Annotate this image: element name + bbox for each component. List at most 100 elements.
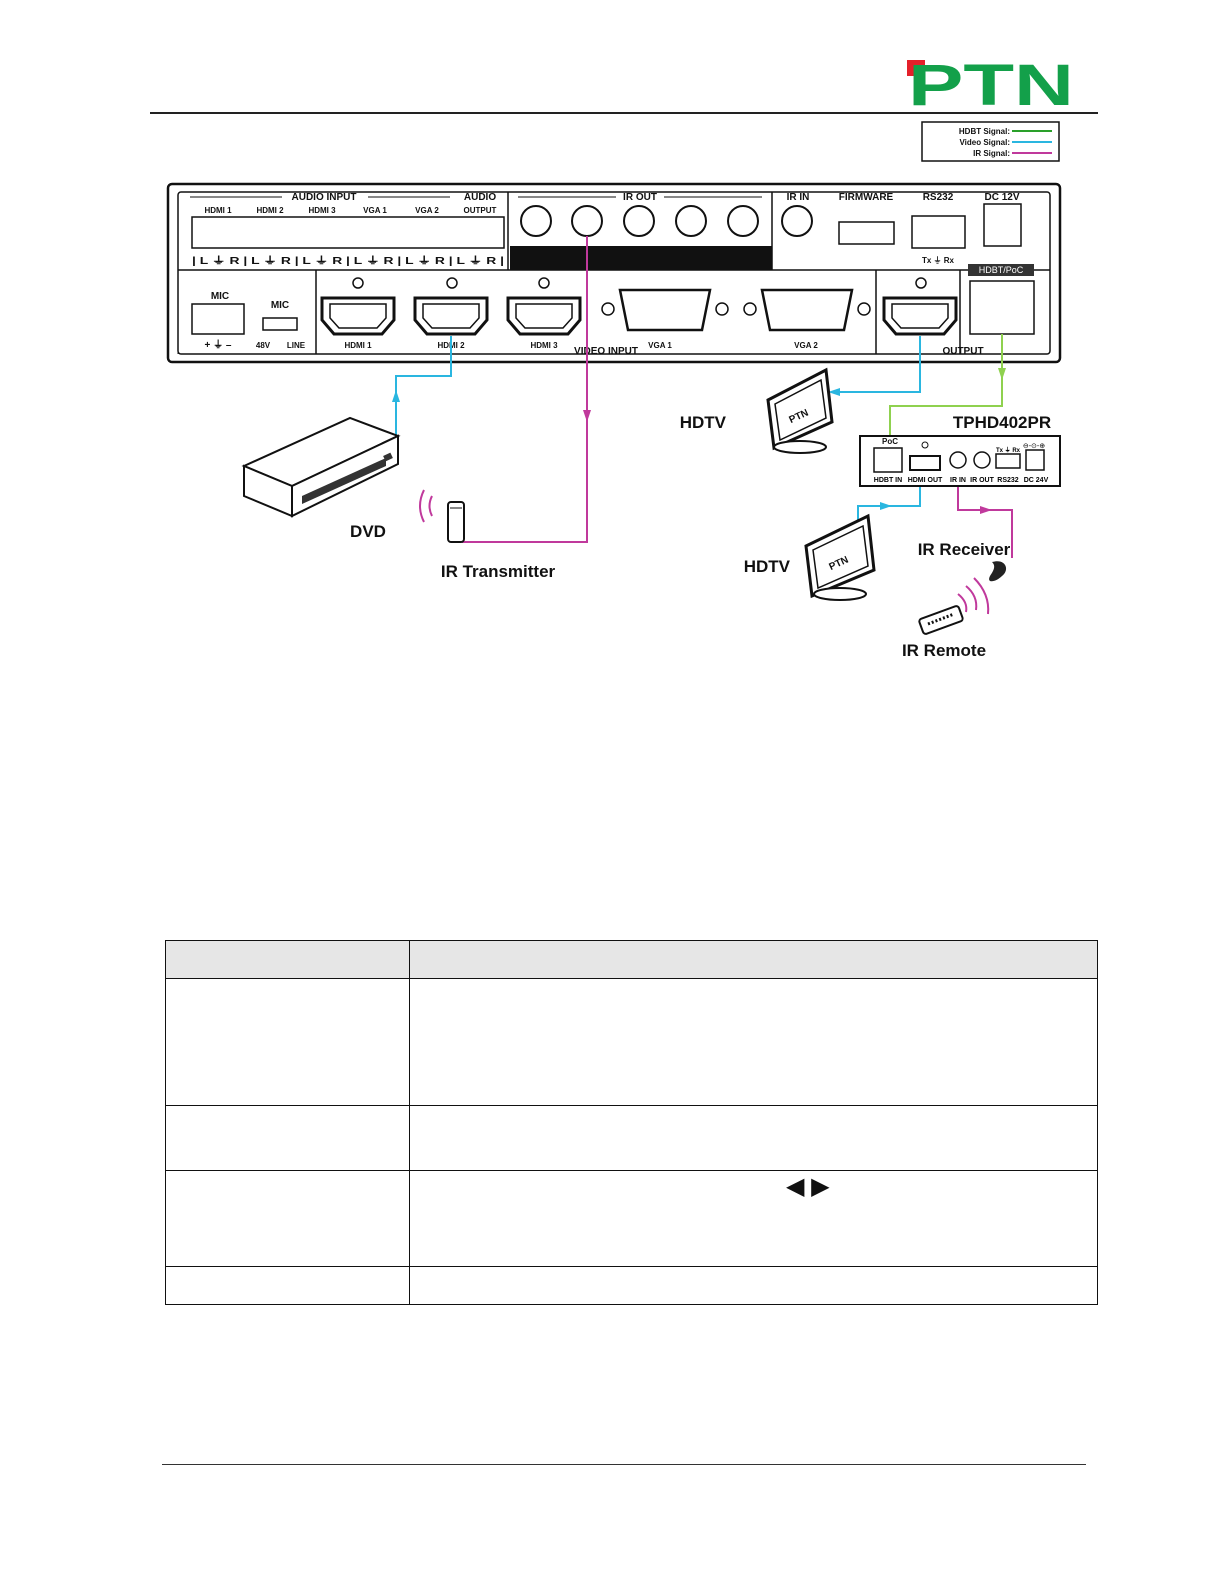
dc-12v-port[interactable] [983,203,1022,247]
hdmi1-label: HDMI 1 [344,341,372,350]
vga1-port[interactable] [618,288,712,332]
logo-text: PTN [908,60,1073,106]
hdbt-poc-tag [968,264,1034,276]
audio-terminal-pins: | L ⏚ R | L ⏚ R | L ⏚ R | L ⏚ R | L ⏚ R … [192,255,504,267]
vga2-port[interactable] [760,288,854,332]
left-right-arrows-icon: ◀ ▶ [786,1173,830,1200]
hdmi3-led [538,277,550,289]
receiver-port-dc24v: DC 24V [1024,477,1049,484]
vga2-label: VGA 2 [794,341,818,350]
ir-out-port-2[interactable] [571,205,603,237]
hdmi-output-port[interactable] [882,296,958,336]
ir-in-label: IR IN [787,192,810,203]
hdmi3-port[interactable] [506,296,582,336]
audio-src-vga1: VGA 1 [363,206,387,215]
hdtv-2: PTN HDTV [744,513,876,601]
legend-ir-label: IR Signal: [973,149,1010,158]
audio-terminal-block[interactable] [191,216,505,249]
audio-input-label: AUDIO INPUT [292,192,357,203]
table-header-col2 [409,940,1098,979]
table-cell [165,1266,410,1305]
receiver-ir-in-port[interactable] [949,451,967,469]
ir-in-port[interactable] [781,205,813,237]
receiver-hdbt-in-port[interactable] [873,447,903,473]
hdbt-poc-label: HDBT/PoC [979,265,1024,275]
header-rule [150,112,1098,114]
firmware-label: FIRMWARE [839,192,894,203]
svg-text:⊖-⊙-⊕: ⊖-⊙-⊕ [1023,443,1045,450]
receiver-model-label: TPHD402PR [953,413,1051,432]
video-cable-hdtv1 [832,336,921,393]
mic-switch-line: LINE [287,341,306,350]
audio-output-sublabel: OUTPUT [464,206,497,215]
hdmi1-led [352,277,364,289]
ir-out-port-3[interactable] [623,205,655,237]
footer-rule [162,1464,1086,1465]
mic-switch-48v: 48V [256,341,271,350]
rs232-port[interactable] [911,215,966,249]
legend-video-label: Video Signal: [959,138,1010,147]
logo-red-square [907,60,925,76]
receiver-poc-label: PoC [882,437,898,446]
table-row [165,1266,1098,1305]
ir-out-label: IR OUT [623,192,657,203]
ir-remote-label: IR Remote [902,641,986,660]
receiver-ir-out-port[interactable] [973,451,991,469]
dc-12v-label: DC 12V [984,192,1019,203]
table-cell [409,978,1098,1106]
ir-out-black-band [510,246,772,270]
ir-out-port-1[interactable] [520,205,552,237]
receiver-tphd402pr: TPHD402PR PoC Tx ⏚ Rx ⊖-⊙-⊕ HDBT IN HDMI… [859,413,1061,487]
table-row [165,978,1098,1106]
receiver-port-hdbt-in: HDBT IN [874,477,902,484]
hdmi3-label: HDMI 3 [530,341,558,350]
audio-src-hdmi1: HDMI 1 [204,206,232,215]
receiver-port-ir-in: IR IN [950,477,966,484]
mic-switch-label: MIC [271,300,289,311]
mic-label: MIC [211,291,229,302]
legend-hdbt-label: HDBT Signal: [959,127,1010,136]
hdmi2-port[interactable] [413,296,489,336]
audio-output-label: AUDIO [464,192,496,203]
firmware-port[interactable] [838,221,895,245]
ir-out-port-4[interactable] [675,205,707,237]
receiver-port-ir-out: IR OUT [970,477,994,484]
audio-src-vga2: VGA 2 [415,206,439,215]
ir-cable-transmitter [462,236,588,543]
receiver-port-rs232: RS232 [997,477,1019,484]
receiver-port-hdmi-out: HDMI OUT [908,477,943,484]
audio-src-hdmi3: HDMI 3 [308,206,336,215]
hdbt-poc-port[interactable] [969,280,1035,335]
dvd-player: DVD [241,416,401,541]
table-header-row [165,940,1098,979]
rs232-label: RS232 [923,192,954,203]
ir-receiver-label: IR Receiver [918,540,1011,559]
table-cell [409,1105,1098,1171]
receiver-rs232-port[interactable] [995,453,1021,469]
hdtv-2-label: HDTV [744,557,791,576]
output-led [915,277,927,289]
ir-receiver: IR Receiver [918,540,1011,582]
hdtv-1: PTN HDTV [680,367,834,454]
table-cell: ◀ ▶ [409,1170,1098,1267]
hdtv-1-label: HDTV [680,413,727,432]
receiver-dc-port[interactable] [1025,449,1045,471]
hdmi2-led [446,277,458,289]
ir-out-port-5[interactable] [727,205,759,237]
connection-diagram: HDBT Signal: Video Signal: IR Signal: AU… [166,121,1062,660]
hdmi1-port[interactable] [320,296,396,336]
mic-terminal[interactable] [191,303,245,335]
receiver-hdmi-out-port[interactable] [909,455,941,471]
table-cell [165,1105,410,1171]
receiver-rs232-pins: Tx ⏚ Rx [996,447,1021,454]
vga1-label: VGA 1 [648,341,672,350]
table-cell [165,978,410,1106]
rear-panel: AUDIO INPUT HDMI 1 HDMI 2 HDMI 3 VGA 1 V… [166,182,1062,364]
spec-table: ◀ ▶ [165,940,1098,1305]
table-header-col1 [165,940,410,979]
mic-switch[interactable] [262,317,298,331]
dvd-label: DVD [350,522,386,541]
video-input-label: VIDEO INPUT [574,346,638,357]
output-label: OUTPUT [942,346,983,357]
mic-pins: + ⏚ – [205,339,232,351]
